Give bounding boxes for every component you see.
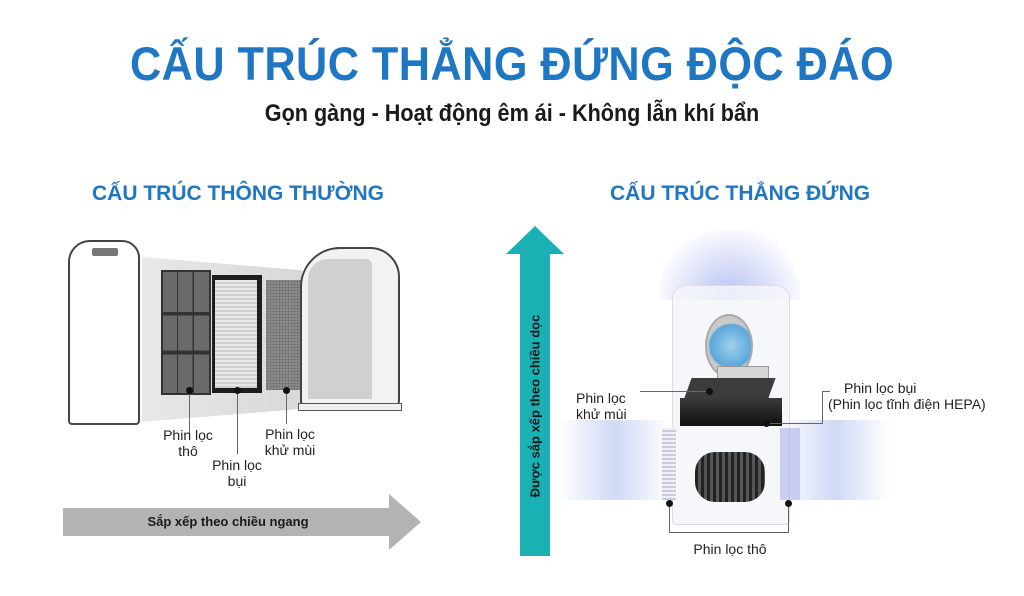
marker-dot-deodor — [283, 387, 290, 394]
section-title-vertical: CẤU TRÚC THẲNG ĐỨNG — [610, 182, 871, 205]
label-deodor-filter-left: Phin lọc khử mùi — [264, 426, 316, 458]
leader-line-dust — [237, 394, 238, 454]
leader-line-coarse-bottom — [669, 532, 789, 533]
purifier-base — [298, 403, 402, 411]
purifier-front-cover — [68, 240, 140, 425]
marker-dot-coarse-right — [785, 500, 792, 507]
airflow-left-icon — [560, 420, 670, 500]
display-panel-icon — [92, 248, 118, 256]
purifier-interior — [308, 259, 372, 399]
arrow-body — [63, 508, 393, 536]
horizontal-arrow-label: Sắp xếp theo chiều ngang — [147, 514, 309, 529]
blower-motor-icon — [695, 452, 765, 502]
deodor-filter-panel — [684, 378, 776, 398]
deodor-filter-panel — [266, 280, 306, 390]
coarse-filter-left-grille — [662, 428, 676, 500]
arrow-up-icon — [506, 226, 564, 254]
horizontal-arrow: Sắp xếp theo chiều ngang — [63, 494, 421, 550]
leader-line-hepa-vertical — [822, 391, 823, 424]
leader-line-hepa — [770, 423, 822, 424]
label-hepa-filter-right: Phin lọc bụi (Phin lọc tĩnh điện HEPA) — [828, 380, 986, 412]
arrow-right-icon — [389, 494, 421, 550]
leader-line-hepa-top — [822, 391, 830, 392]
section-title-conventional: CẤU TRÚC THÔNG THƯỜNG — [92, 182, 384, 205]
coarse-filter-panel — [161, 270, 211, 395]
marker-dot-deodor — [706, 388, 713, 395]
label-coarse-filter-left: Phin lọc thô — [163, 427, 213, 459]
subtitle: Gọn gàng - Hoạt động êm ái - Không lẫn k… — [264, 100, 760, 127]
marker-dot-coarse — [186, 387, 193, 394]
arrow-body — [520, 253, 550, 556]
label-deodor-filter-right: Phin lọc khử mùi — [576, 390, 627, 422]
conventional-structure-illustration — [60, 225, 420, 454]
marker-dot-hepa — [763, 420, 770, 427]
purifier-body — [298, 247, 402, 411]
vertical-structure-illustration — [560, 230, 890, 560]
vertical-arrow-label: Được sắp xếp theo chiều dọc — [527, 314, 543, 498]
leader-line-coarse-left — [669, 507, 670, 532]
leader-line-coarse — [189, 394, 190, 436]
marker-dot-dust — [234, 387, 241, 394]
marker-dot-coarse-left — [666, 500, 673, 507]
vertical-arrow: Được sắp xếp theo chiều dọc — [506, 226, 564, 556]
label-coarse-filter-right: Phin lọc thô — [693, 541, 767, 557]
leader-line-deodor — [640, 391, 706, 392]
dust-filter-panel — [212, 275, 262, 393]
leader-line-coarse-right — [788, 507, 789, 532]
main-title: CẤU TRÚC THẲNG ĐỨNG ĐỘC ĐÁO — [129, 37, 895, 90]
leader-line-deodor — [286, 394, 287, 424]
coarse-filter-right-grille — [780, 428, 800, 500]
label-dust-filter-left: Phin lọc bụi — [212, 457, 262, 489]
